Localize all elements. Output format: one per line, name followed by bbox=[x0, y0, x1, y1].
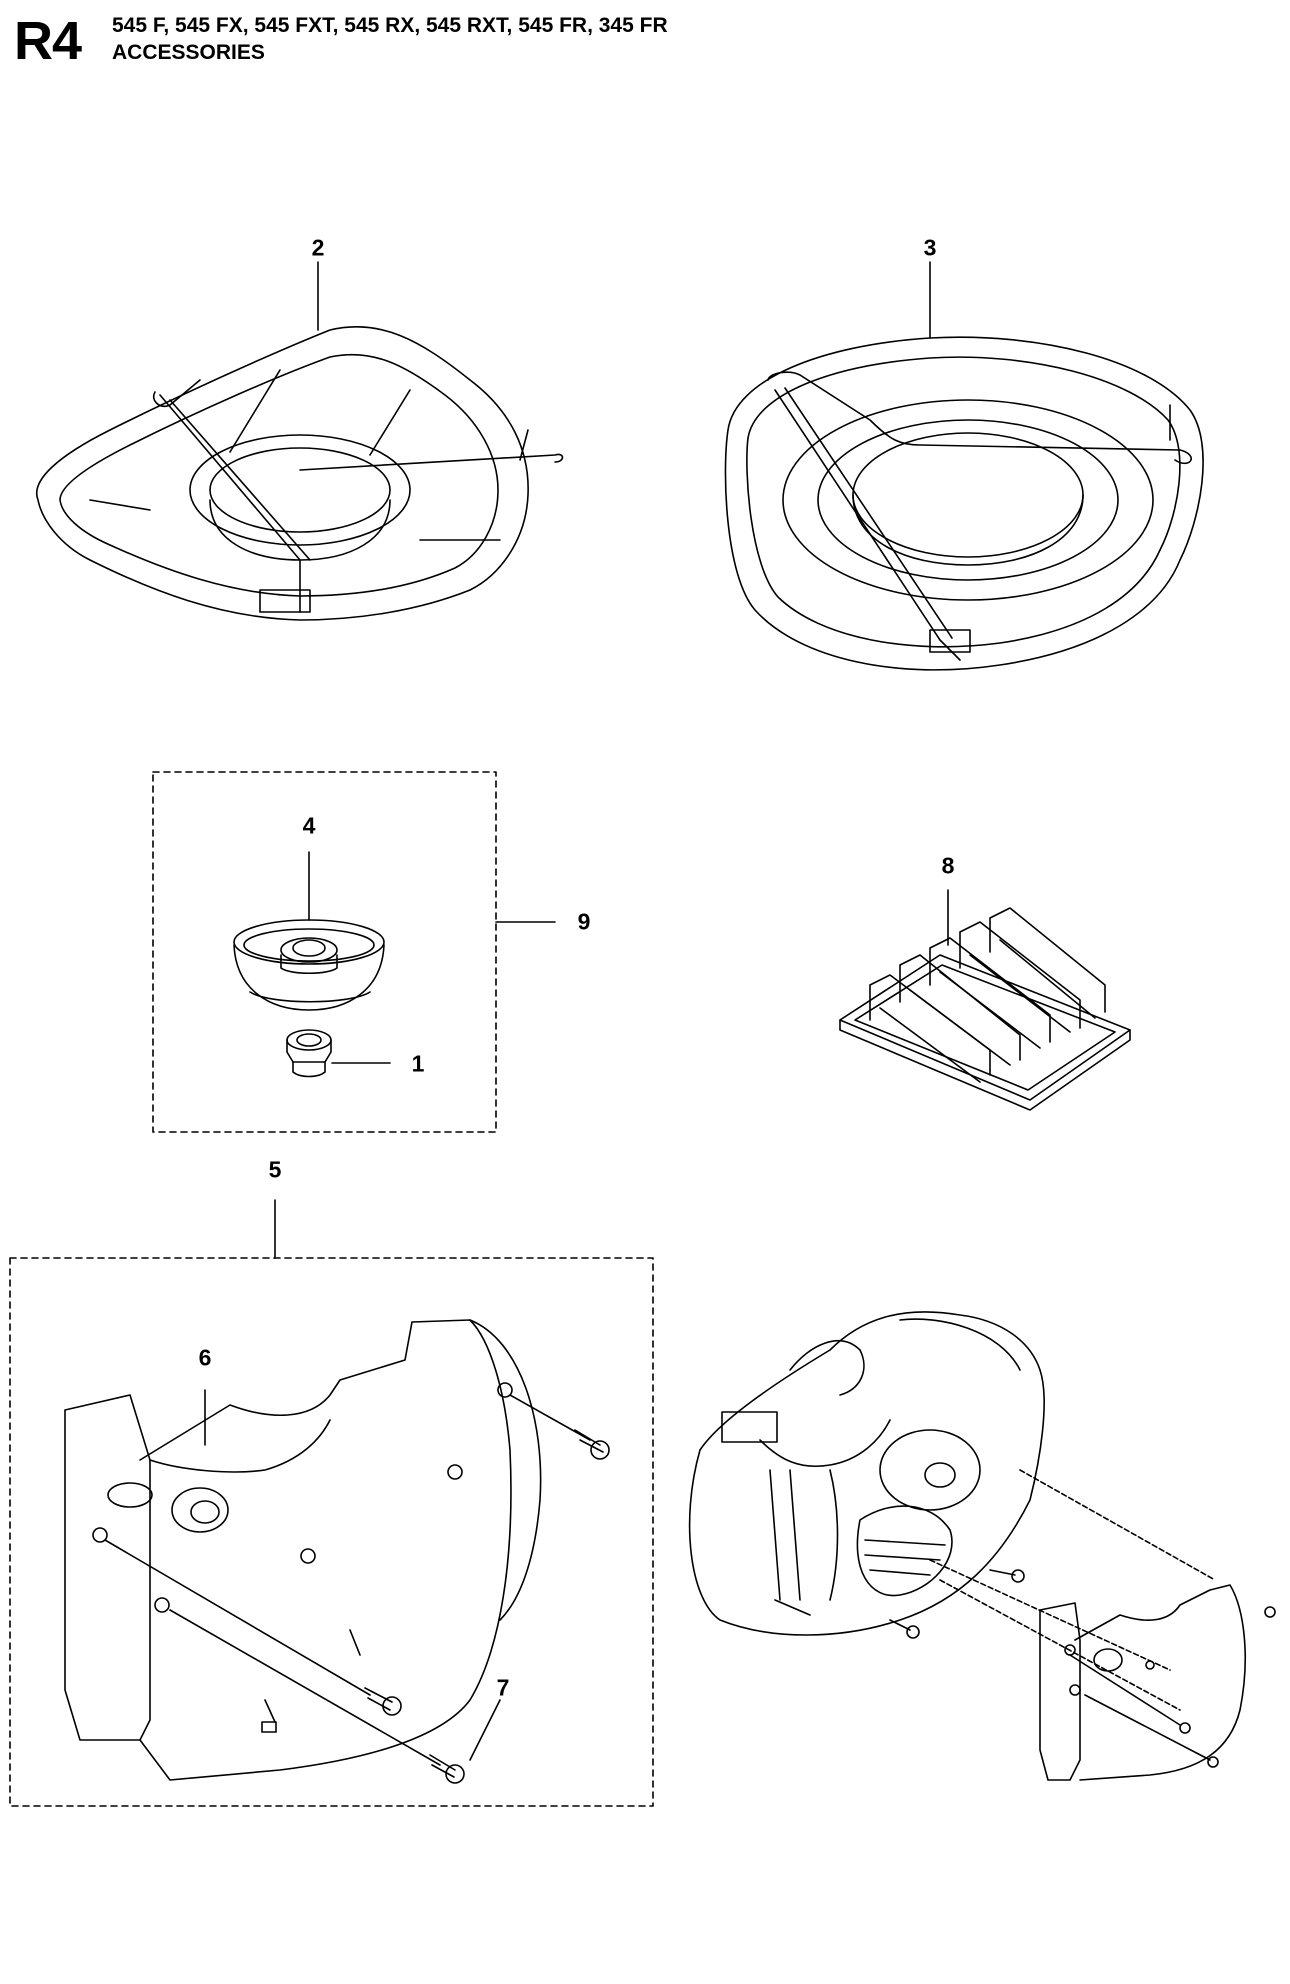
part-3-guard-drawing bbox=[724, 336, 1204, 671]
kit-5-boundary bbox=[9, 1257, 654, 1807]
part-8-filter-drawing bbox=[839, 907, 1131, 1111]
page-title: ACCESSORIES bbox=[112, 41, 265, 64]
callout-6: 6 bbox=[198, 1344, 212, 1371]
callout-2: 2 bbox=[311, 234, 325, 261]
callout-1: 1 bbox=[411, 1050, 425, 1077]
part-1-nut-drawing bbox=[286, 1029, 332, 1078]
small-cover-drawing bbox=[1039, 1584, 1276, 1781]
part-2-guard-drawing bbox=[35, 326, 564, 621]
part-6-cover-drawing bbox=[64, 1319, 542, 1781]
section-code: R4 bbox=[14, 11, 82, 71]
callout-5: 5 bbox=[268, 1156, 282, 1183]
callout-7: 7 bbox=[496, 1674, 510, 1701]
engine-assembly-drawing bbox=[688, 1311, 1216, 1711]
kit-9-boundary bbox=[152, 771, 497, 1133]
part-4-cup-drawing bbox=[233, 919, 385, 1011]
callout-7-leader bbox=[469, 1699, 501, 1761]
callout-9: 9 bbox=[577, 908, 591, 935]
callout-8: 8 bbox=[941, 852, 955, 879]
model-list: 545 F, 545 FX, 545 FXT, 545 RX, 545 RXT,… bbox=[112, 14, 668, 37]
callout-3: 3 bbox=[923, 234, 937, 261]
part-7-screws-drawing bbox=[104, 1394, 610, 1784]
callout-4: 4 bbox=[302, 812, 316, 839]
